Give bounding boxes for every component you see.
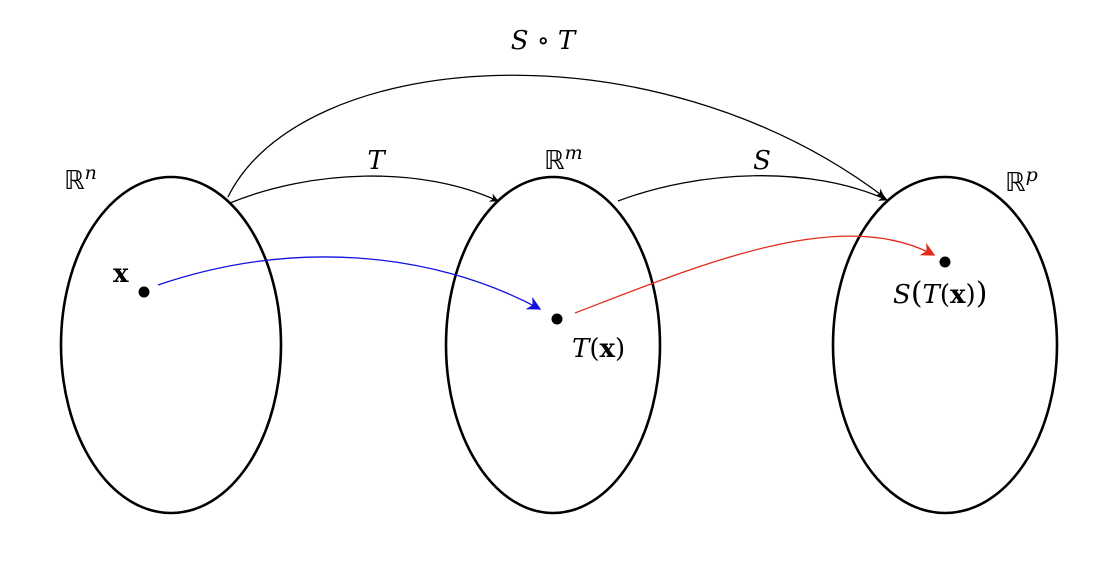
point-stx-dot [939,256,951,268]
point-map-t-arrow [157,256,542,310]
point-x-label: x [113,259,129,289]
point-map-s-arrow [574,235,936,314]
set-rp-ellipse [831,175,1059,515]
set-rn-ellipse [59,175,283,515]
space-rp-label: ℝp [1005,164,1038,198]
point-stx-label: S(T(x)) [893,276,987,311]
map-s-arrow [617,175,888,202]
space-rn-label: ℝn [64,162,97,196]
space-rm-label: ℝm [544,142,583,176]
point-x-dot [138,286,150,298]
composite-label: S ∘ T [511,26,577,56]
map-s-label: S [753,146,771,176]
point-tx-label: T(x) [572,334,625,364]
composite-arrow [227,74,885,198]
point-tx-dot [551,313,563,325]
set-rm-ellipse [444,175,662,515]
map-t-arrow [229,175,499,204]
map-t-label: T [367,146,386,176]
